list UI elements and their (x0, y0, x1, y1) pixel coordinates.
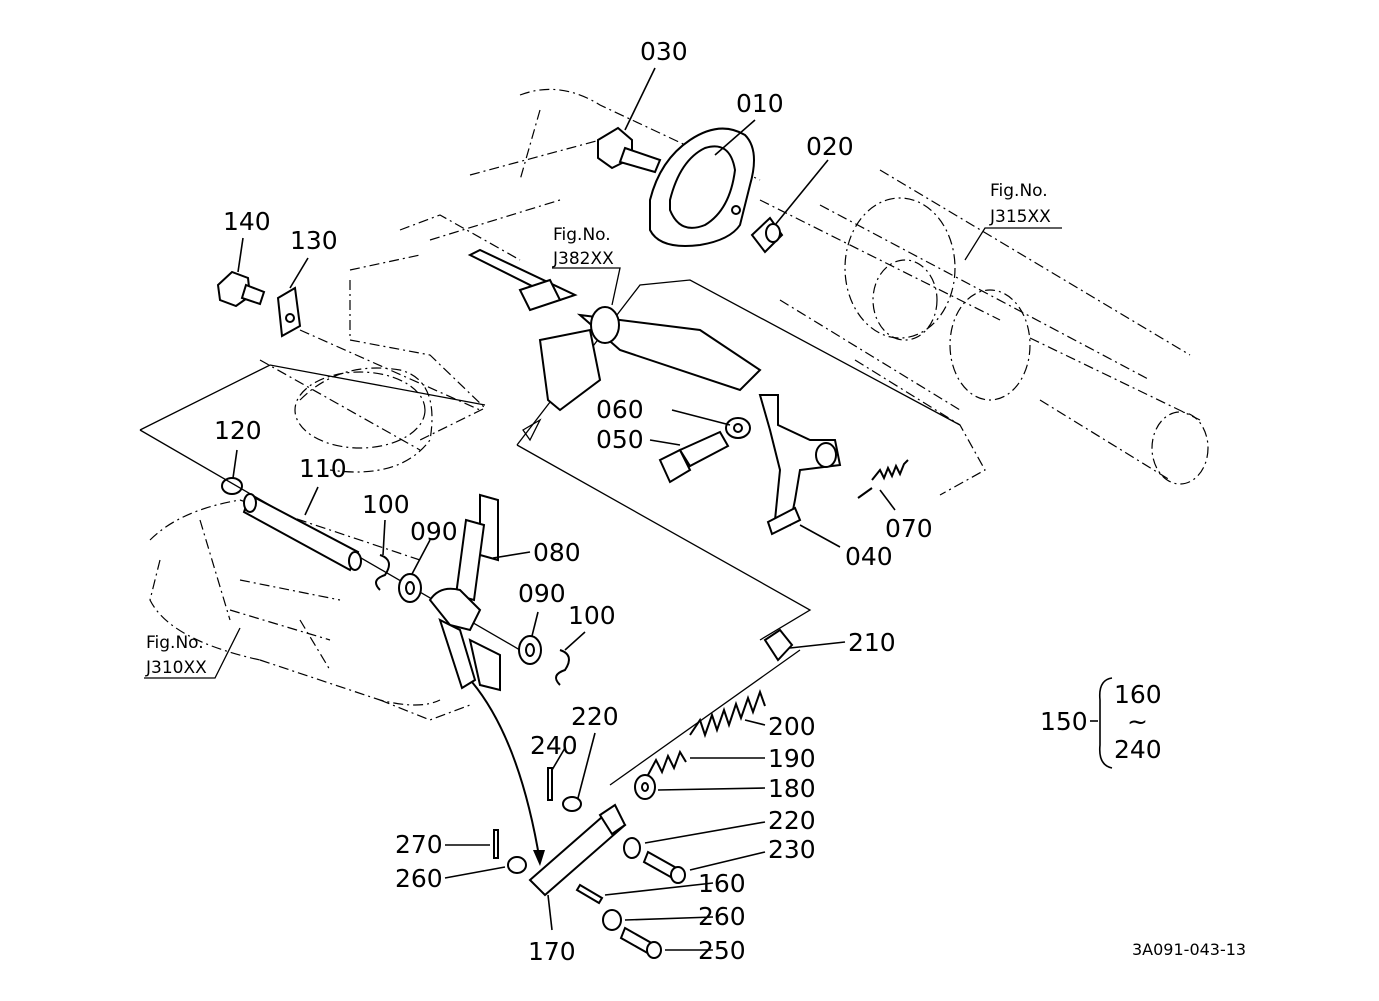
pin-250 (619, 926, 662, 959)
flange-bolt (597, 126, 662, 174)
assembly-label: 150 (1040, 707, 1088, 736)
label-010: 010 (736, 89, 784, 118)
assembly-tilde: ~ (1127, 707, 1148, 736)
fig310-code: J310XX (145, 658, 207, 678)
washer-lower (518, 635, 542, 665)
figure-ref-j310xx: Fig.No. J310XX (145, 633, 207, 678)
label-140: 140 (223, 207, 271, 236)
return-spring (857, 459, 909, 499)
snap-pin-lower (555, 649, 570, 686)
coil-spring-large (689, 689, 766, 739)
collar (725, 417, 751, 439)
label-230: 230 (768, 835, 816, 864)
fig382-title: Fig.No. (553, 225, 611, 245)
leader-lines (232, 67, 1113, 951)
label-070: 070 (885, 514, 933, 543)
assembly-from: 160 (1114, 680, 1162, 709)
label-270: 270 (395, 830, 443, 859)
o-ring (221, 477, 243, 495)
label-260-left: 260 (395, 864, 443, 893)
washer-260-right (602, 909, 622, 931)
label-180: 180 (768, 774, 816, 803)
label-250: 250 (698, 936, 746, 965)
linkage-assembly (467, 248, 762, 412)
label-200: 200 (768, 712, 816, 741)
label-160: 160 (698, 869, 746, 898)
fig315-leader (964, 227, 1062, 261)
fig315-title: Fig.No. (990, 181, 1048, 201)
assembly-to: 240 (1114, 735, 1162, 764)
label-260-right: 260 (698, 902, 746, 931)
hex-bolt (216, 270, 266, 308)
pin-230 (642, 850, 686, 884)
label-100-upper: 100 (362, 490, 410, 519)
washer-upper (398, 573, 422, 603)
label-040: 040 (845, 542, 893, 571)
assembly-arrow (471, 681, 541, 863)
label-220-lower: 220 (768, 806, 816, 835)
washer-260-left (507, 856, 527, 874)
figure-ref-j315xx: Fig.No. J315XX (989, 181, 1051, 227)
label-060: 060 (596, 395, 644, 424)
shift-lever (428, 493, 501, 692)
label-130: 130 (290, 226, 338, 255)
fig315-code: J315XX (989, 207, 1051, 227)
label-120: 120 (214, 416, 262, 445)
bracket-plate (649, 127, 755, 247)
fig310-title: Fig.No. (146, 633, 204, 653)
shift-arm (758, 394, 842, 536)
label-210: 210 (848, 628, 896, 657)
fig382-code: J382XX (552, 249, 614, 269)
snap-pin-upper (375, 554, 390, 591)
label-020: 020 (806, 132, 854, 161)
label-240: 240 (530, 731, 578, 760)
context-outlines (149, 88, 1209, 721)
washer-220-lower (623, 837, 641, 859)
lock-plate (276, 286, 302, 338)
label-170: 170 (528, 937, 576, 966)
washer-220-upper (562, 796, 582, 812)
label-090-upper: 090 (410, 517, 458, 546)
bolt (658, 430, 730, 484)
split-pin-270 (493, 829, 499, 859)
figure-ref-j382xx: Fig.No. J382XX (552, 225, 614, 269)
fig382-leader (552, 267, 621, 306)
assembly-arrow-head (533, 850, 545, 866)
split-pin-240 (547, 767, 553, 801)
spring-rod-assembly (528, 628, 794, 897)
part-labels: 010 020 030 040 050 060 070 080 090 090 … (214, 37, 933, 966)
drawing-code: 3A091-043-13 (1132, 940, 1246, 959)
label-220-upper: 220 (571, 702, 619, 731)
coil-spring-small (647, 749, 687, 776)
label-090-lower: 090 (518, 579, 566, 608)
assembly-group: 150 160 ~ 240 (1040, 680, 1162, 764)
label-110: 110 (299, 454, 347, 483)
label-100-lower: 100 (568, 601, 616, 630)
spring-seat (634, 774, 656, 800)
label-190: 190 (768, 744, 816, 773)
shaft (242, 493, 362, 572)
pin-160 (575, 883, 604, 905)
label-050: 050 (596, 425, 644, 454)
fig310-leader (144, 627, 241, 679)
label-030: 030 (640, 37, 688, 66)
label-080: 080 (533, 538, 581, 567)
bushing (750, 216, 784, 254)
